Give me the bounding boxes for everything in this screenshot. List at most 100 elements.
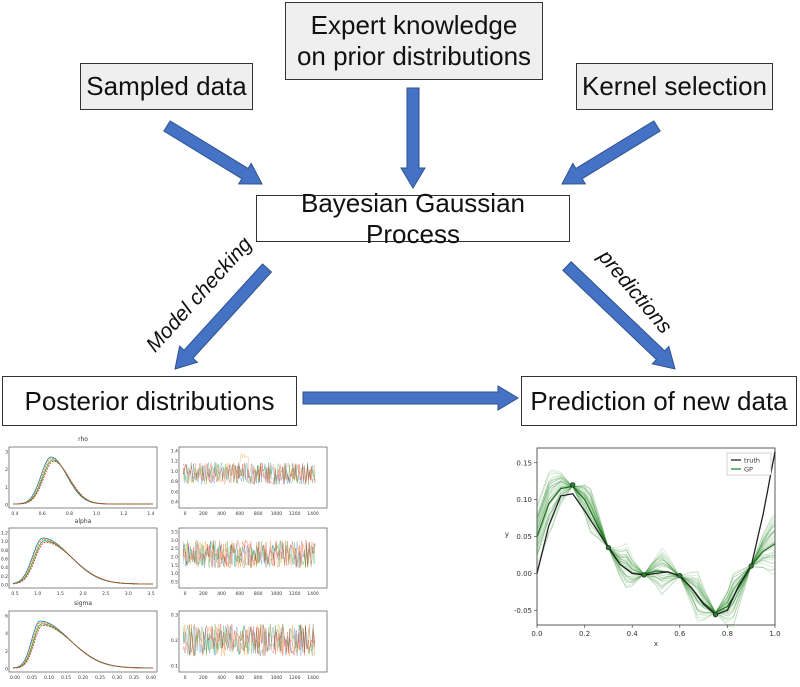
bayesian-gp-label: Bayesian Gaussian Process (300, 187, 526, 249)
density-xtick: 0.10 (44, 675, 54, 681)
trace-xtick: 600 (236, 511, 245, 517)
density-xtick: 0.20 (78, 675, 88, 681)
arrow-expert-to-bgp (400, 87, 426, 189)
density-ytick: 1 (5, 485, 8, 491)
density-ytick: 0.4 (1, 565, 8, 571)
density-xtick: 1.5 (57, 591, 64, 597)
gp-ylabel: y (505, 531, 509, 539)
gp-sample-line (536, 485, 776, 613)
gp-ytick-label: 0.05 (516, 533, 532, 541)
trace-xtick: 800 (254, 511, 263, 517)
arrow-posterior-to-prediction (302, 385, 519, 411)
density-xtick: 2.0 (79, 591, 86, 597)
sampled-data-box: Sampled data (80, 63, 253, 110)
density-xtick: 1.4 (147, 511, 154, 517)
density-plot-frame (8, 527, 158, 589)
trace-ytick: 2.5 (171, 546, 178, 552)
gp-ytick-label: 0.00 (516, 570, 532, 578)
gp-xlabel: x (654, 640, 658, 648)
gp-ytick-label: -0.05 (514, 607, 532, 615)
trace-xtick: 1200 (289, 591, 301, 597)
gp-xtick-label: 0.2 (579, 630, 590, 638)
density-ytick: 1.2 (1, 531, 8, 537)
gp-sample-line (536, 477, 776, 614)
gp-plot-frame (536, 447, 776, 626)
trace-xtick: 200 (199, 511, 208, 517)
gp-xtick-label: 0.4 (627, 630, 639, 638)
trace-xtick: 600 (236, 675, 245, 681)
observation-point (605, 544, 612, 551)
expert-knowledge-line2: on prior distributions (296, 41, 532, 71)
trace-xtick: 400 (217, 591, 226, 597)
gp-sample-line (536, 474, 776, 614)
density-xtick: 1.2 (120, 511, 127, 517)
gp-sample-line (536, 481, 776, 614)
gp-sample-line (536, 485, 776, 615)
arrow-sampled-to-bgp (163, 120, 263, 185)
expert-knowledge-line1: Expert knowledge (310, 10, 518, 40)
trace-line (182, 539, 316, 569)
trace-xtick: 200 (199, 591, 208, 597)
density-xtick: 2.5 (102, 591, 109, 597)
gp-sample-line (536, 485, 776, 613)
density-ytick: 0.8 (1, 548, 8, 554)
gp-sample-line (536, 485, 776, 617)
trace-xtick: 1200 (289, 511, 301, 517)
trace-ytick: 0.8 (171, 479, 178, 485)
trace-ytick: 0.5 (171, 580, 178, 586)
posterior-title-rho: rho (78, 436, 88, 443)
trace-line (182, 623, 316, 657)
density-xtick: 0.4 (11, 511, 18, 517)
gp-sample-line (536, 485, 776, 614)
trace-xtick: 400 (217, 675, 226, 681)
trace-xtick: 200 (199, 675, 208, 681)
gp-sample-line (536, 480, 776, 613)
trace-ytick: 0.1 (171, 664, 178, 670)
gp-sample-line (536, 481, 776, 614)
trace-ytick: 2.0 (171, 555, 178, 561)
gp-sample-line (536, 484, 776, 616)
trace-xtick: 1000 (271, 591, 283, 597)
density-curve (12, 624, 154, 669)
expert-knowledge-box: Expert knowledge on prior distributions (285, 2, 543, 80)
density-xtick: 3.5 (147, 591, 154, 597)
trace-line (182, 623, 316, 657)
observation-point (712, 612, 719, 618)
trace-ytick: 1.0 (171, 469, 178, 475)
gp-xtick-label: 0.6 (674, 630, 686, 638)
gp-sample-line (536, 485, 776, 613)
trace-line (182, 623, 316, 657)
observation-point (677, 572, 683, 579)
gp-xtick-label: 1.0 (769, 630, 780, 638)
density-xtick: 0.6 (39, 511, 46, 517)
trace-ytick: 3.5 (171, 530, 178, 536)
density-xtick: 3.0 (125, 591, 132, 597)
trace-xtick: 0 (184, 591, 187, 597)
density-xtick: 1.0 (34, 591, 41, 597)
posterior-title-alpha: alpha (75, 518, 92, 525)
gp-xtick-label: 0.8 (722, 630, 733, 638)
trace-xtick: 1400 (307, 591, 319, 597)
gp-sample-line (536, 478, 776, 614)
trace-ytick: 1.4 (171, 449, 178, 455)
gp-sample-line (536, 473, 776, 614)
density-ytick: 1.0 (1, 539, 8, 545)
trace-xtick: 1000 (271, 511, 283, 517)
gp-sample-line (536, 485, 776, 613)
kernel-selection-box: Kernel selection (576, 63, 773, 110)
density-xtick: 1.0 (93, 511, 100, 517)
trace-xtick: 0 (184, 511, 187, 517)
legend-gp-label: GP (744, 466, 753, 474)
gp-sample-line (536, 469, 776, 614)
density-xtick: 0.40 (146, 675, 156, 681)
gp-sample-line (536, 483, 776, 613)
trace-xtick: 600 (236, 591, 245, 597)
density-xtick: 0.00 (10, 675, 20, 681)
density-curve (13, 461, 153, 505)
trace-xtick: 0 (184, 675, 187, 681)
observation-point (748, 563, 754, 569)
density-ytick: 0 (5, 503, 8, 509)
trace-xtick: 800 (254, 675, 263, 681)
